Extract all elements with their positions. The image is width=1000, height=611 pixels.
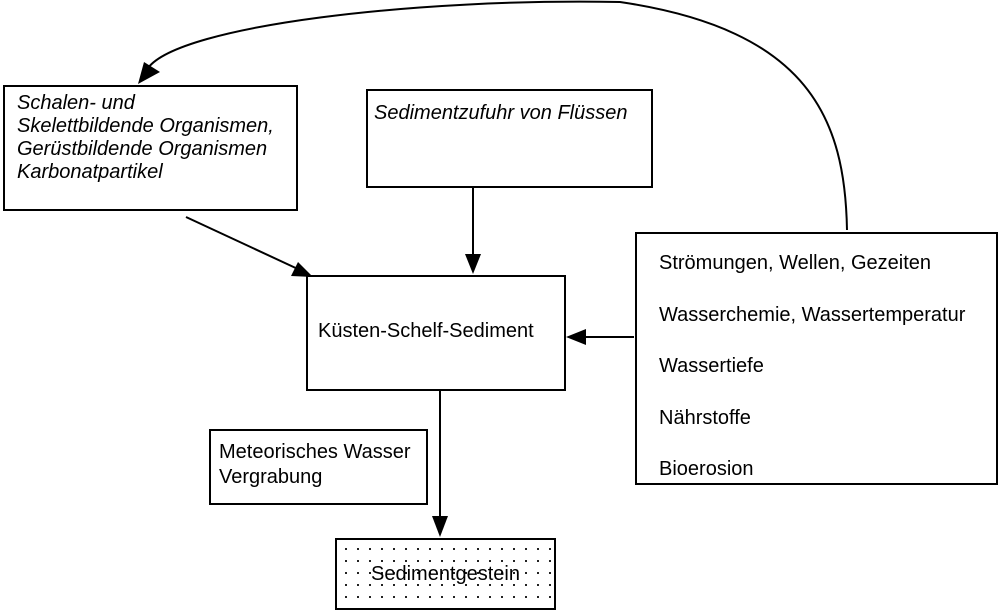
- node-meteoric-line: Meteorisches Wasser: [219, 441, 411, 463]
- node-sediment: [306, 275, 566, 391]
- arrowhead-rock: [432, 516, 448, 537]
- arrowhead-sediment-top: [465, 254, 481, 274]
- arrowhead-sediment-right: [566, 329, 586, 345]
- node-organisms-line: Gerüstbildende Organismen: [17, 138, 268, 160]
- node-sediment-label: Küsten-Schelf-Sediment: [318, 320, 534, 342]
- node-rock-label-wrap: Sedimentgestein: [337, 540, 554, 608]
- node-meteoric: [209, 429, 428, 505]
- edge-factors-to-organisms: [147, 0, 848, 231]
- node-rock-label: Sedimentgestein: [371, 562, 520, 585]
- node-organisms-line: Karbonatpartikel: [17, 161, 163, 183]
- node-organisms-line: Schalen- und: [17, 92, 135, 114]
- node-factors-line: Bioerosion: [659, 458, 754, 480]
- node-rivers-label: Sedimentzufuhr von Flüssen: [374, 102, 628, 124]
- node-organisms-text: Schalen- und Skelettbildende Organismen,…: [17, 92, 274, 184]
- node-factors-line: Wasserchemie, Wassertemperatur: [659, 303, 966, 326]
- node-organisms-line: Skelettbildende Organismen,: [17, 115, 274, 137]
- node-factors-line: Strömungen, Wellen, Gezeiten: [659, 252, 932, 274]
- node-factors: [635, 232, 998, 485]
- node-factors-line: Wassertiefe: [659, 355, 764, 377]
- node-factors-line: Nährstoffe: [659, 406, 751, 429]
- node-meteoric-line: Vergrabung: [219, 466, 323, 488]
- edge-organisms-to-sediment: [185, 216, 301, 271]
- node-rivers: [366, 89, 653, 188]
- node-rock: Sedimentgestein: [335, 538, 556, 610]
- arrowhead-organisms: [138, 62, 160, 84]
- arrowhead-sediment-left: [291, 262, 313, 277]
- node-organisms: [3, 85, 298, 211]
- node-meteoric-text: Meteorisches Wasser Vergrabung: [219, 440, 411, 490]
- node-factors-text: Strömungen, Wellen, Gezeiten Wasserchemi…: [659, 252, 965, 510]
